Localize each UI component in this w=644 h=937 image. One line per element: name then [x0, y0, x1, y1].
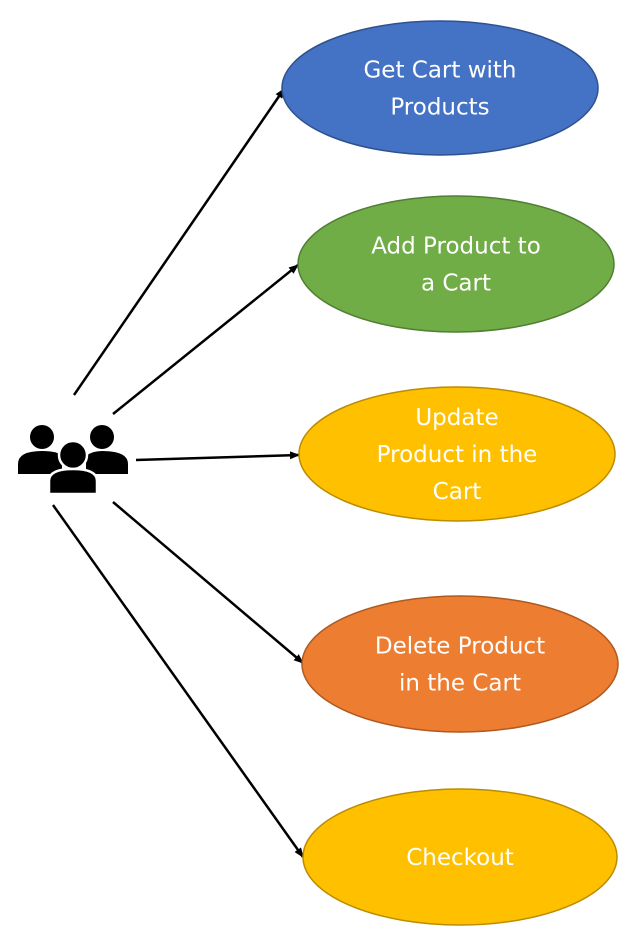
- use-case-label: Product in the: [377, 442, 538, 468]
- edge-arrow-add-product: [112, 264, 299, 415]
- use-case-label: Cart: [433, 479, 482, 505]
- use-case-label: a Cart: [421, 271, 491, 297]
- edge-arrow-checkout: [51, 504, 305, 858]
- use-case-ellipse[interactable]: [302, 788, 618, 926]
- use-case-label: Checkout: [406, 845, 514, 871]
- edges-layer: [51, 88, 305, 858]
- edge-arrow-get-cart: [72, 88, 286, 396]
- use-case-ellipse[interactable]: [298, 386, 616, 522]
- use-case-label: Products: [390, 95, 489, 121]
- users-group-icon: [18, 425, 128, 496]
- use-case-label: Update: [415, 405, 498, 431]
- use-case-ellipse[interactable]: [297, 195, 615, 333]
- use-case-label: in the Cart: [399, 671, 521, 697]
- use-case-delete-product[interactable]: Delete Product in the Cart: [301, 595, 619, 733]
- use-case-checkout[interactable]: Checkout: [302, 788, 618, 926]
- use-case-ellipse[interactable]: [301, 595, 619, 733]
- use-case-add-product[interactable]: Add Product to a Cart: [297, 195, 615, 333]
- use-case-label: Add Product to: [371, 234, 541, 260]
- edge-arrow-update-product: [135, 451, 300, 462]
- use-case-ellipse[interactable]: [281, 20, 599, 156]
- use-case-label: Delete Product: [375, 634, 545, 660]
- edge-arrow-delete-product: [112, 501, 304, 664]
- use-case-label: Get Cart with: [363, 58, 516, 84]
